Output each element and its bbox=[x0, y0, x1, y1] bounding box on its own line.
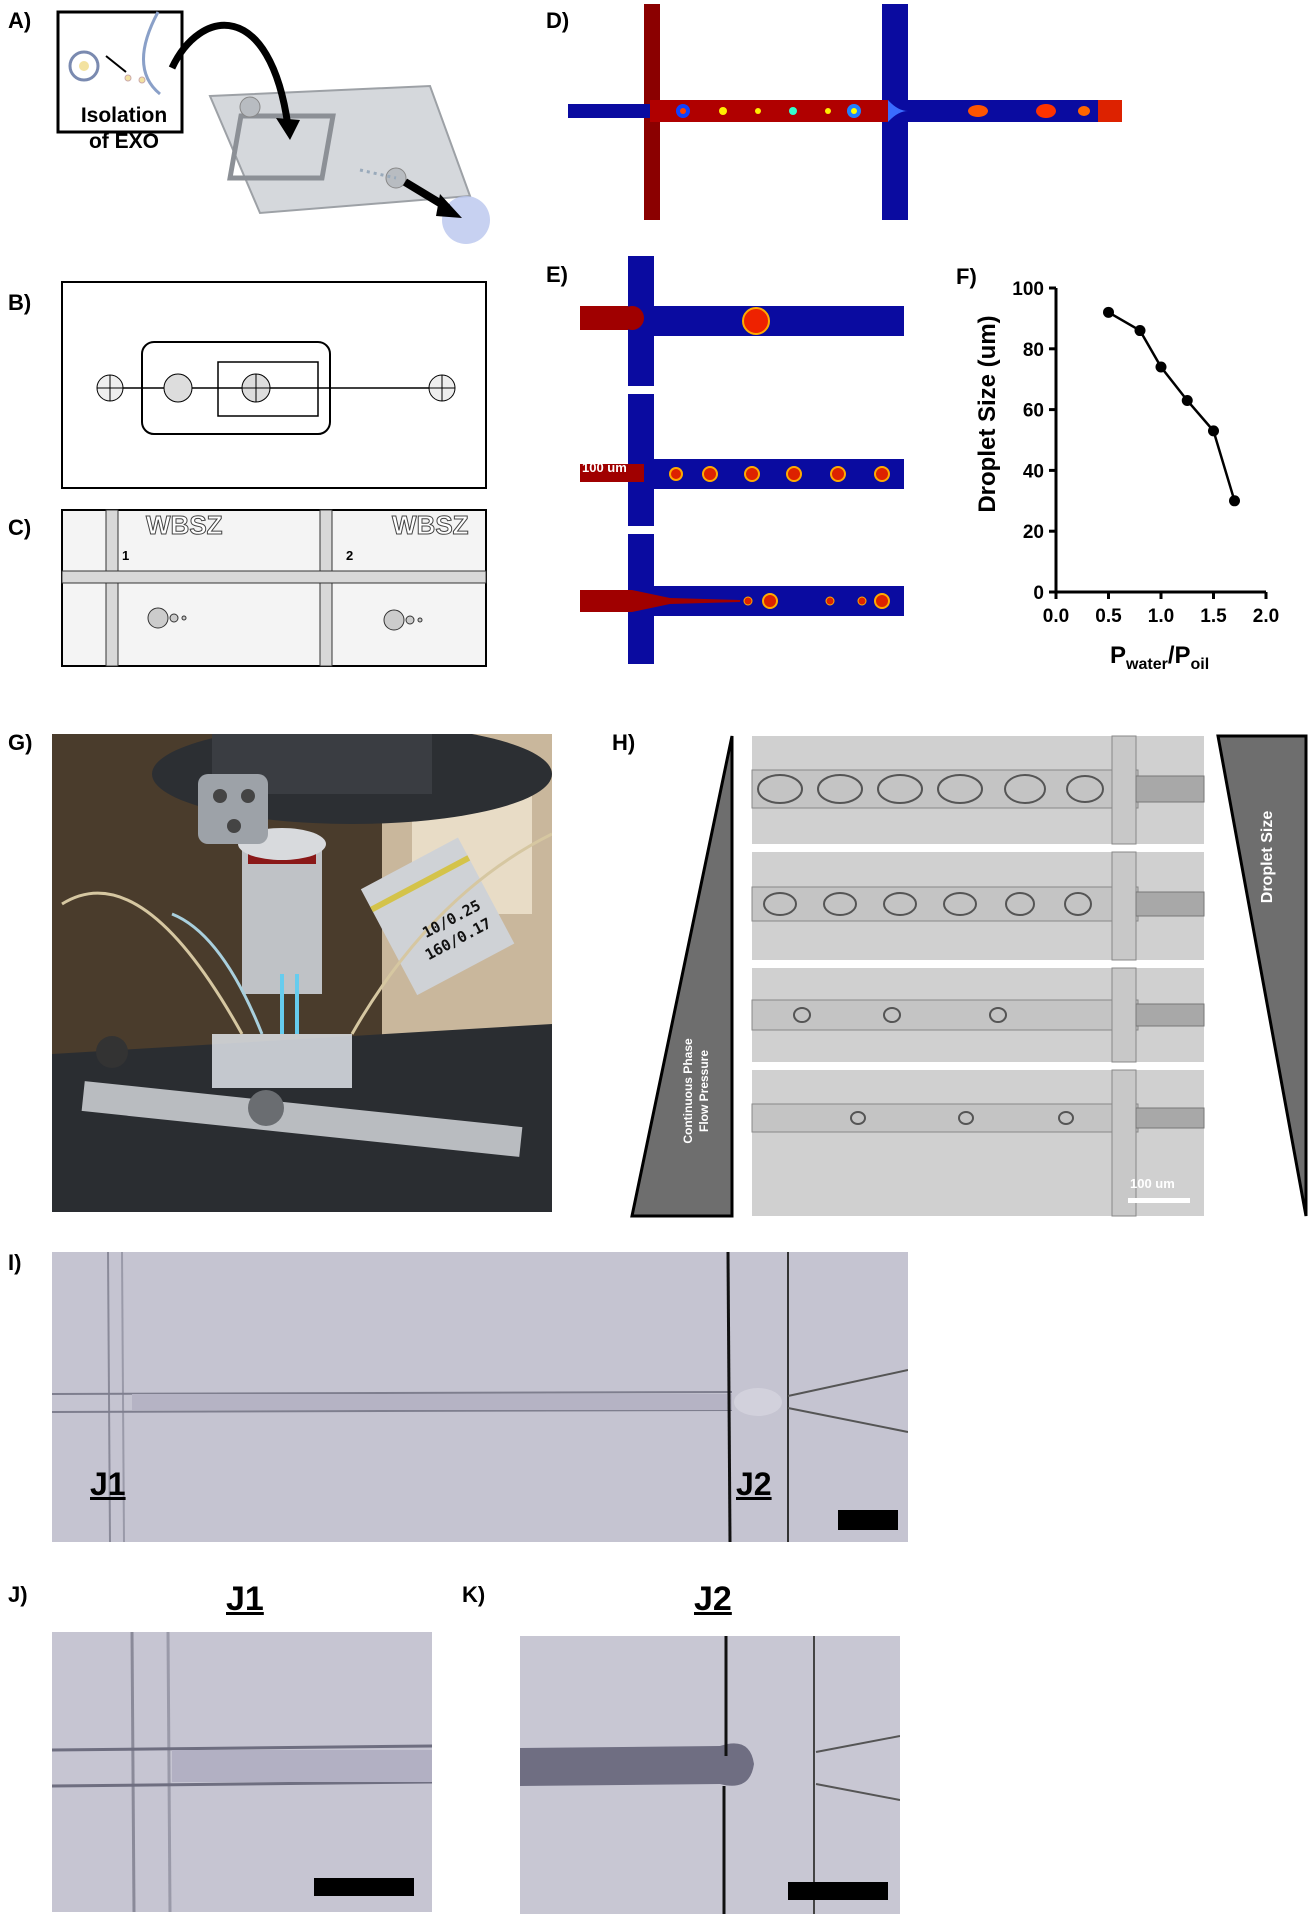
droplet-size-chart: 0.0 0.5 1.0 1.5 2.0 0 20 40 60 80 100 bbox=[1012, 279, 1279, 627]
panel-label-c: C) bbox=[8, 515, 32, 540]
chip-number-right: 2 bbox=[346, 548, 354, 563]
k-title: J2 bbox=[694, 1580, 732, 1618]
panel-label-b: B) bbox=[8, 290, 32, 315]
data-point bbox=[1181, 394, 1193, 406]
panel-label-e: E) bbox=[546, 262, 568, 287]
panel-label-a: A) bbox=[8, 8, 32, 33]
panel-e-scale-label: 100 um bbox=[582, 460, 627, 475]
h-right-label: Droplet Size bbox=[1259, 810, 1276, 904]
panel-g-microscope-photo: 10/0.25 160/0.17 bbox=[52, 734, 552, 1212]
panel-j-junction1-micrograph bbox=[52, 1632, 432, 1912]
y-tick-label: 60 bbox=[1023, 401, 1044, 422]
panel-k-junction2-micrograph bbox=[520, 1636, 900, 1914]
x-axis-label: Pwater/Poil bbox=[1110, 642, 1209, 674]
x-axis-label-sub2: oil bbox=[1190, 655, 1210, 673]
data-point bbox=[1134, 325, 1146, 337]
h-left-label-line1: Continuous Phase bbox=[681, 1038, 695, 1144]
data-point bbox=[1229, 495, 1240, 507]
panel-label-d: D) bbox=[546, 8, 570, 33]
panel-label-i: I) bbox=[8, 1250, 22, 1275]
chip-text-right: WBSZ bbox=[392, 510, 470, 541]
panel-d-simulation bbox=[568, 4, 1158, 220]
y-tick-label: 80 bbox=[1023, 340, 1044, 361]
x-axis-label-p: P bbox=[1110, 642, 1127, 669]
y-tick-label: 100 bbox=[1012, 279, 1044, 300]
i-j1-label: J1 bbox=[90, 1466, 126, 1502]
x-axis-label-sub1: water bbox=[1126, 655, 1168, 673]
x-axis-label-mid: /P bbox=[1167, 642, 1191, 669]
data-point bbox=[1103, 306, 1114, 318]
panel-label-g: G) bbox=[8, 730, 33, 755]
panel-i-junction-micrograph: J1 J2 bbox=[52, 1252, 908, 1542]
series-line bbox=[1107, 311, 1236, 502]
y-tick-label: 20 bbox=[1023, 522, 1044, 543]
chip-number-left: 1 bbox=[122, 548, 130, 563]
panel-e-simulations: 100 um bbox=[580, 256, 920, 664]
panel-c-junction-drawing: WBSZ 1 WBSZ 2 bbox=[60, 508, 490, 668]
panel-a-schematic: Isolation of EXO bbox=[50, 8, 510, 248]
panel-h-droplet-micrographs: Continuous Phase Flow Pressure Droplet S… bbox=[630, 732, 1308, 1218]
isolation-label-line2: of EXO bbox=[88, 130, 159, 153]
data-point bbox=[1155, 361, 1167, 373]
panel-label-k: K) bbox=[462, 1582, 486, 1607]
panel-label-j: J) bbox=[8, 1582, 28, 1607]
x-tick-label: 0.5 bbox=[1095, 606, 1122, 627]
h-left-label-line2: Flow Pressure bbox=[697, 1049, 711, 1133]
x-tick-label: 2.0 bbox=[1253, 606, 1279, 627]
x-tick-label: 1.5 bbox=[1200, 606, 1227, 627]
x-tick-label: 1.0 bbox=[1148, 606, 1174, 627]
isolation-label-line1: Isolation bbox=[80, 104, 168, 127]
j-title: J1 bbox=[226, 1580, 264, 1618]
y-axis-label: Droplet Size (um) bbox=[974, 315, 1001, 513]
panel-f-chart: 0.0 0.5 1.0 1.5 2.0 0 20 40 60 80 100 Droplet Size… bbox=[960, 270, 1300, 680]
data-point bbox=[1208, 425, 1219, 437]
panel-b-chip-layout bbox=[60, 280, 490, 490]
y-tick-label: 40 bbox=[1023, 461, 1044, 482]
i-j2-label: J2 bbox=[736, 1466, 772, 1502]
h-scale-label: 100 um bbox=[1130, 1176, 1175, 1191]
y-tick-label: 0 bbox=[1033, 583, 1044, 604]
x-tick-label: 0.0 bbox=[1043, 606, 1069, 627]
panel-label-h: H) bbox=[612, 730, 636, 755]
panel-label-f: F) bbox=[956, 264, 977, 289]
chip-text-left: WBSZ bbox=[146, 510, 224, 541]
